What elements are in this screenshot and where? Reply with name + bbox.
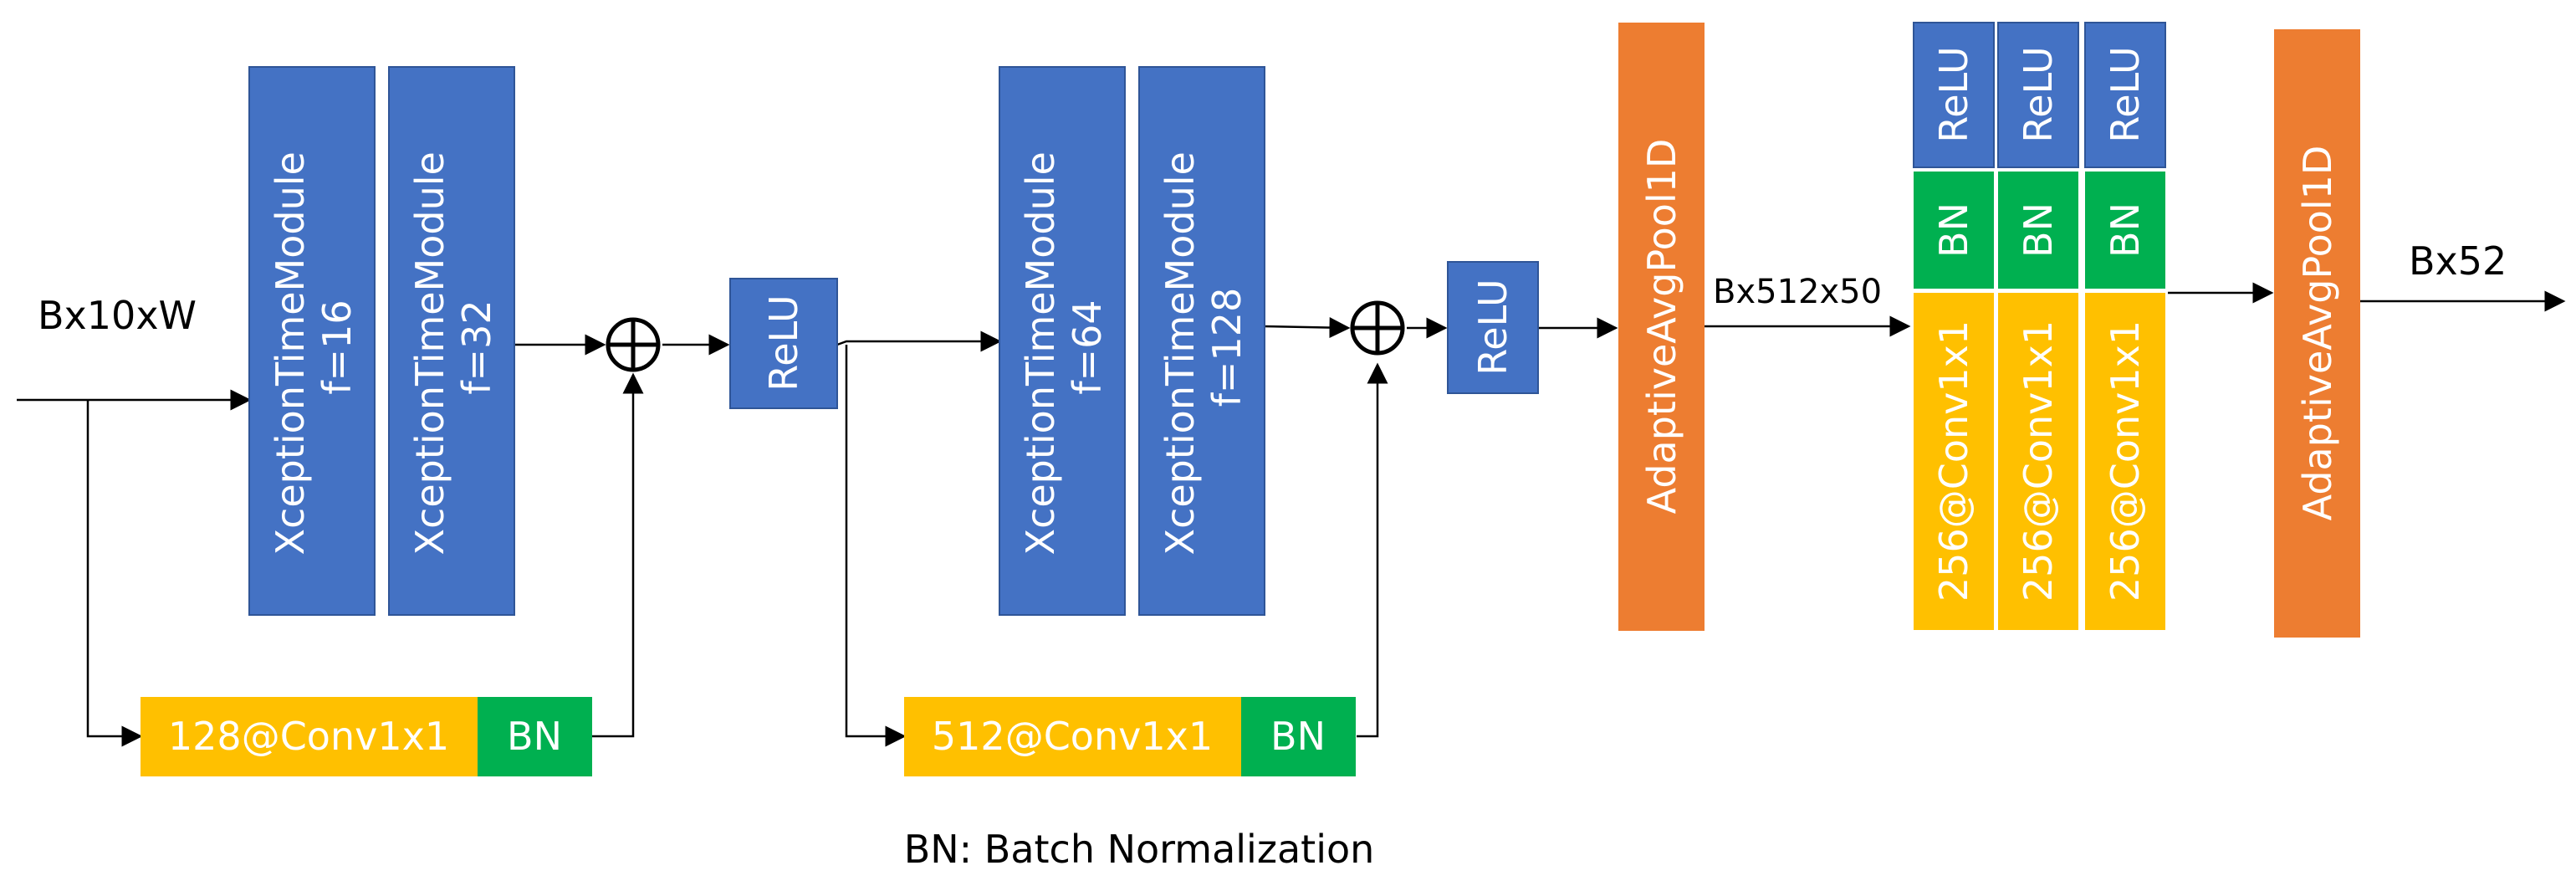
xtm2-block: XceptionTimeModule f=32 [388, 66, 515, 616]
head2-conv-label: 256@Conv1x1 [2016, 320, 2061, 602]
svg-text:XceptionTimeModule f=32: XceptionTimeModule f=32 [407, 140, 499, 556]
legend-label: BN: Batch Normalization [904, 827, 1375, 872]
svg-text:XceptionTimeModule f=128: XceptionTimeModule f=128 [1158, 140, 1250, 556]
shortcut2-return-line [1357, 362, 1388, 738]
xtm3-block: XceptionTimeModule f=64 [999, 66, 1126, 616]
head-column-2: ReLU BN 256@Conv1x1 [1997, 22, 2079, 630]
xtm4-to-sum2-arrow [1262, 317, 1351, 339]
shortcut1-return-line [592, 372, 644, 738]
relu1-block: ReLU [729, 278, 838, 409]
relu1-label: ReLU [761, 295, 806, 391]
shortcut2-bn-label: BN [1270, 714, 1326, 759]
pool2-label: AdaptiveAvgPool1D [2295, 146, 2340, 521]
xtm4-block: XceptionTimeModule f=128 [1138, 66, 1265, 616]
relu1-to-xtm3-arrow [836, 330, 1002, 352]
pool1-label: AdaptiveAvgPool1D [1639, 139, 1684, 515]
svg-text:XceptionTimeModule f=64: XceptionTimeModule f=64 [1018, 140, 1110, 556]
head1-relu-label: ReLU [1931, 46, 1976, 142]
xtm4-name: XceptionTimeModule [1158, 151, 1203, 555]
shortcut1-bn-label: BN [507, 714, 562, 759]
output-shape-label: Bx52 [2409, 238, 2507, 284]
xtm2-param: f=32 [454, 300, 499, 394]
xtm4-param: f=128 [1204, 288, 1250, 407]
head-column-1: ReLU BN 256@Conv1x1 [1913, 22, 1995, 630]
head-column-3: ReLU BN 256@Conv1x1 [2084, 22, 2166, 630]
shortcut1-block: 128@Conv1x1 BN [141, 697, 592, 776]
xtm3-name: XceptionTimeModule [1018, 151, 1063, 555]
shortcut1-conv-label: 128@Conv1x1 [168, 714, 449, 759]
shortcut2-block: 512@Conv1x1 BN [904, 697, 1356, 776]
shortcut2-branch-line [845, 345, 907, 747]
head3-conv-label: 256@Conv1x1 [2103, 320, 2148, 602]
xtm1-name: XceptionTimeModule [268, 151, 313, 555]
input-shape-label: Bx10xW [38, 293, 197, 338]
connectors [17, 282, 2566, 747]
relu2-block: ReLU [1447, 261, 1539, 394]
xtm1-block: XceptionTimeModule f=16 [248, 66, 376, 616]
head1-bn-label: BN [1931, 202, 1976, 258]
pool-shape-label: Bx512x50 [1713, 273, 1882, 311]
xtm3-param: f=64 [1065, 300, 1110, 394]
xtm2-name: XceptionTimeModule [407, 151, 452, 555]
head2-bn-label: BN [2016, 202, 2061, 258]
head1-conv-label: 256@Conv1x1 [1931, 320, 1976, 602]
head2-relu-label: ReLU [2016, 46, 2061, 142]
head3-relu-label: ReLU [2103, 46, 2148, 142]
pool1-block: AdaptiveAvgPool1D [1618, 23, 1705, 631]
xtm1-param: f=16 [314, 300, 360, 394]
svg-text:XceptionTimeModule f=16: XceptionTimeModule f=16 [268, 140, 360, 556]
head3-bn-label: BN [2103, 202, 2148, 258]
sum-node-1 [606, 317, 661, 372]
shortcut1-branch-line [86, 400, 143, 747]
pool2-block: AdaptiveAvgPool1D [2274, 29, 2360, 638]
shortcut2-conv-label: 512@Conv1x1 [932, 714, 1213, 759]
sum-node-2 [1350, 300, 1405, 356]
relu2-label: ReLU [1470, 279, 1515, 375]
